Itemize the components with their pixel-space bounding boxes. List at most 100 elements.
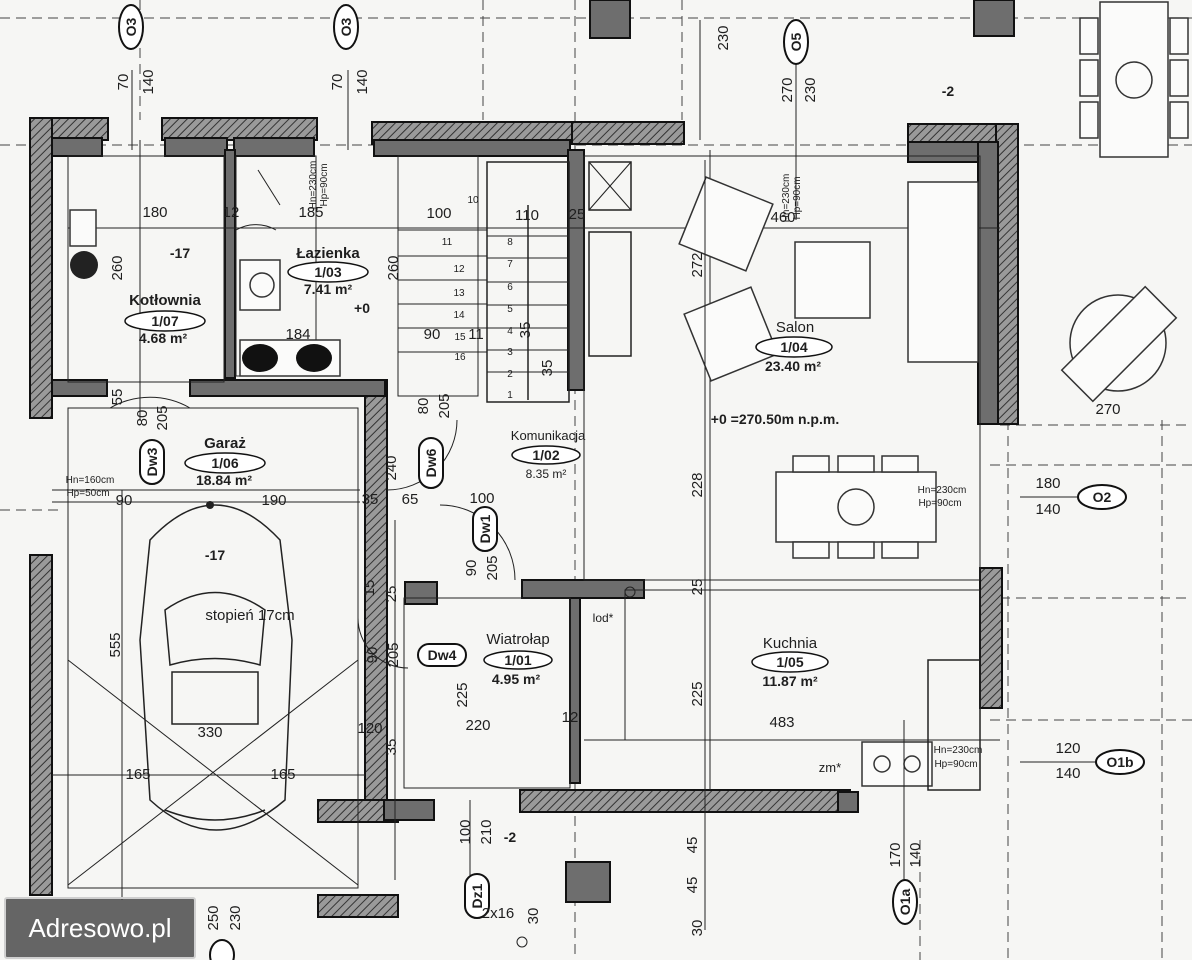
dimension-label: 180 [142,204,167,221]
door-tag-label: Dz1 [469,883,485,908]
room-name-salon: Salon [776,319,814,336]
dimension-label: 12 [562,709,579,726]
dimension-label: 45 [684,837,701,854]
dimension-label: 25 [689,579,706,596]
dimension-label: 170 [887,842,904,867]
axis-label: O1a [897,889,913,916]
room-number-wiatrolap: 1/01 [504,652,531,668]
room-area-garaz: 18.84 m² [196,472,252,488]
dimension-texts-vertical: 70 140 70 140 230 270 230 260 55 80 205 … [107,25,924,936]
dimension-label: 230 [715,25,732,50]
dimension-label: Hp=90cm [934,759,977,770]
dimension-label: 240 [383,455,400,480]
room-number-kotlownia: 1/07 [151,313,178,329]
interior-walls [51,0,1015,903]
axis-markers: O3 O3 O5 O2 O1b O1a [118,4,1145,960]
dimension-texts: 180 12 185 184 100 10 110 25 11 12 13 14… [66,195,1121,922]
dimension-label: 140 [907,842,924,867]
room-area-lazienka: 7.41 m² [304,281,353,297]
dimension-label: Hn=160cm [66,475,115,486]
dimension-label: Hn=230cm [781,174,792,223]
dimension-label: 460 [770,209,795,226]
dimension-label: Hn=230cm [918,485,967,496]
dimension-label: 165 [125,766,150,783]
dimension-label: 270 [779,77,796,102]
dimension-label: 230 [227,905,244,930]
dimension-label: 228 [689,472,706,497]
dimension-label: 205 [484,555,501,580]
axis-label: O1b [1106,754,1133,770]
dimension-label: 45 [684,877,701,894]
axis-bubble [1095,749,1145,775]
dimension-label: 225 [689,681,706,706]
dimension-label: 4 [507,326,513,337]
dimension-label: 35 [383,739,400,756]
dimension-label: 2 [507,369,513,380]
dimension-label: 2x16 [482,905,515,922]
dimension-label: 35 [517,322,534,339]
dimension-label: 120 [357,720,382,737]
door-tag-label: Dw6 [423,448,439,477]
dimension-label: 555 [107,632,124,657]
dimension-label: 230 [802,77,819,102]
dimension-label: 11 [442,237,453,248]
level-note: +0 =270.50m n.p.m. [711,411,839,427]
dimension-label: 205 [385,642,402,667]
dishwasher-label: zm* [819,760,841,775]
door-tag-label: Dw4 [428,647,457,663]
dimension-label: Hp=90cm [792,176,803,219]
dimension-label: Hn=230cm [308,161,319,210]
dimension-label: 16 [454,352,466,363]
dimension-label: 330 [197,724,222,741]
room-number-salon: 1/04 [780,339,807,355]
door-tag-label: Dw3 [144,447,160,476]
staircase [398,161,632,403]
axis-bubble [892,879,918,925]
room-area-wiatrolap: 4.95 m² [492,671,541,687]
dimension-label: 5 [507,304,513,315]
fridge-label: lod* [593,611,614,625]
garage-step-note: stopień 17cm [205,607,294,624]
dimension-label: 25 [569,206,586,223]
room-number-komunikacja: 1/02 [532,447,559,463]
dimension-lines [52,20,1098,930]
room-area-kotlownia: 4.68 m² [139,330,188,346]
room-number-lazienka: 1/03 [314,264,341,280]
dimension-label: 13 [453,288,465,299]
room-level-kotlownia: -17 [170,245,190,261]
dimension-label: 30 [689,920,706,937]
dimension-label: 70 [329,74,346,91]
dimension-label: 90 [424,326,441,343]
dimension-label: 3 [507,347,513,358]
dimension-label: 220 [465,717,490,734]
dimension-label: 110 [515,207,539,224]
terrace-level: -2 [942,83,955,99]
dimension-label: 30 [525,908,542,925]
dimension-label: 185 [298,204,323,221]
dimension-label: 90 [364,647,381,664]
dimension-label: 260 [109,255,126,280]
door-tag-label: Dw1 [477,514,493,543]
dimension-label: 10 [467,195,479,206]
dimension-label: 184 [285,326,310,343]
room-name-wiatrolap: Wiatrołap [486,631,549,648]
door-tags: Dw3 Dw6 Dw1 Dw4 Dz1 [139,437,498,919]
dimension-label: 35 [539,360,556,377]
dimension-label: 8 [507,237,513,248]
room-name-garaz: Garaż [204,435,246,452]
room-level-lazienka: +0 [354,300,370,316]
dimension-label: 165 [270,766,295,783]
axis-bubble [209,939,235,960]
dimension-label: 225 [454,682,471,707]
room-number-garaz: 1/06 [211,455,238,471]
room-number-kuchnia: 1/05 [776,654,803,670]
dimension-label: 100 [457,819,474,844]
dimension-label: Hn=230cm [934,745,983,756]
dimension-label: 272 [689,252,706,277]
dimension-label: 15 [454,332,466,343]
dimension-label: 65 [402,491,419,508]
dimension-label: 205 [436,393,453,418]
dimension-label: 100 [469,490,494,507]
axis-label: O5 [788,32,804,51]
dimension-label: 140 [354,69,371,94]
